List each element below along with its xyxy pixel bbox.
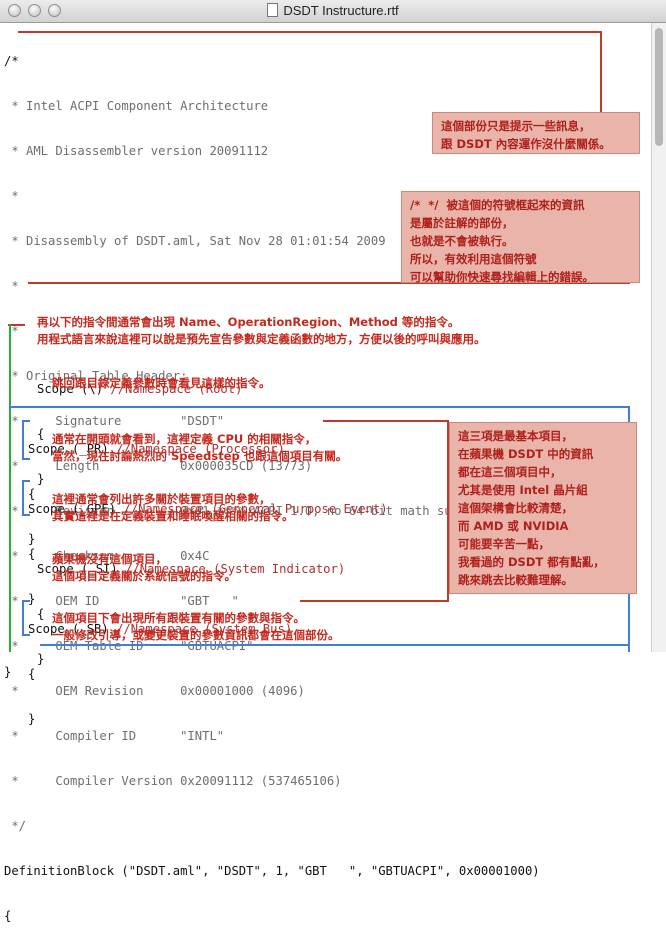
- scope-pointer-spine: [447, 420, 449, 602]
- definition-close: }: [4, 635, 19, 695]
- code-line: */: [4, 819, 27, 833]
- root-note: 跳回跟目錄定義參數時會看見這樣的指令。: [52, 376, 271, 390]
- document-icon: [267, 3, 279, 17]
- scope-pr-bracket: [22, 420, 30, 460]
- pr-pointer-line: [323, 420, 448, 422]
- scope-sb-code: Scope (_SB): [28, 622, 117, 636]
- scope-gpe-block: Scope (_GPE) //Namespace (Genneral Purpo…: [28, 472, 388, 622]
- scope-sb-comment: //Namespace (System Bus): [116, 622, 293, 636]
- comment-annotation-box: /* */ 被這個的符號框起來的資訊 是屬於註解的部份， 也就是不會被執行。 所…: [401, 191, 640, 284]
- scope-root-block: Scope (\) //Namespace (Root) { }: [37, 352, 242, 502]
- close-brace: }: [4, 665, 12, 679]
- scope-frame-bottom: [40, 644, 630, 646]
- scope-root-code: Scope (\): [37, 382, 111, 396]
- code-line: * Disassembly of DSDT.aml, Sat Nov 28 01…: [4, 234, 386, 248]
- code-line: * OEM Table ID "GBTUACPI": [4, 639, 254, 653]
- code-line: DefinitionBlock ("DSDT.aml", "DSDT", 1, …: [4, 864, 540, 878]
- open-brace: {: [37, 427, 45, 441]
- close-button[interactable]: [8, 4, 21, 17]
- code-line: *: [4, 279, 19, 293]
- window-titlebar: DSDT Instructure.rtf: [0, 0, 666, 23]
- close-brace: }: [28, 592, 36, 606]
- code-line: * Length 0x000035CD (13773): [4, 459, 313, 473]
- window-title: DSDT Instructure.rtf: [283, 3, 399, 18]
- comment-frame-right: [600, 31, 602, 118]
- open-brace: {: [37, 607, 45, 621]
- header-annotation-box: 這個部份只是提示一些訊息， 跟 DSDT 內容運作沒什麼關係。: [432, 112, 640, 154]
- close-brace: }: [28, 712, 36, 726]
- scope-pr-code: Scope (_PR): [28, 442, 117, 456]
- open-brace: {: [28, 487, 36, 501]
- pr-note: 通常在開頭就會看到，這裡定義 CPU 的相關指令， 當然，現在討論熱烈的 Spe…: [52, 432, 348, 463]
- definition-note: 再以下的指令間通常會出現 Name、OperationRegion、Method…: [37, 315, 486, 346]
- scope-si-block: Scope (_SI) //Namespace (System Indicato…: [37, 532, 345, 682]
- code-line: * Checksum 0x4C: [4, 549, 210, 563]
- code-line: *: [4, 189, 19, 203]
- code-line: * Compiler Version 0x20091112 (537465106…: [4, 774, 342, 788]
- scope-sb-bracket: [22, 600, 30, 636]
- scope-si-comment: //Namespace (System Indicator): [125, 562, 346, 576]
- scope-root-comment: //Namespace (Root): [110, 382, 243, 396]
- scope-sb-block: Scope (_SB) //Namespace (System Bus) { }: [28, 592, 292, 742]
- scope-gpe-bracket: [22, 480, 30, 516]
- code-line: /*: [4, 54, 19, 68]
- sb-note: 這個項目下會出現所有跟裝置有關的參數與指令。 一般修改引導，或變更裝置的參數資訊…: [52, 611, 340, 642]
- gpe-note: 這裡通常會列出許多關於裝置項目的參數， 其實這裡是在定義裝置和睡眠喚醒相關的指令…: [52, 492, 294, 523]
- code-line: * OEM ID "GBT ": [4, 594, 239, 608]
- comment-frame-bottom: [28, 282, 629, 284]
- sb-pointer-line: [300, 600, 448, 602]
- open-brace: {: [28, 547, 36, 561]
- vertical-scrollbar[interactable]: [651, 23, 666, 652]
- window-title-area: DSDT Instructure.rtf: [0, 3, 666, 18]
- open-brace: {: [28, 667, 36, 681]
- definition-marker: [8, 324, 25, 326]
- code-line: *: [4, 324, 19, 338]
- scope-annotation-box: 這三項是最基本項目， 在蘋果機 DSDT 中的資訊 都在這三個項目中， 尤其是使…: [449, 422, 637, 594]
- si-note: 蘋果機沒有這個項目， 這個項目定義關於系統信號的指令。: [52, 552, 236, 583]
- comment-frame-top: [18, 31, 601, 33]
- scope-pr-comment: //Namespace (Processor): [116, 442, 285, 456]
- zoom-button[interactable]: [48, 4, 61, 17]
- scrollbar-thumb[interactable]: [655, 28, 663, 146]
- code-line: * Signature "DSDT": [4, 414, 225, 428]
- scope-si-code: Scope (_SI): [37, 562, 126, 576]
- code-line: {: [4, 909, 12, 923]
- close-brace: }: [37, 472, 45, 486]
- scope-frame-top: [9, 406, 629, 408]
- scope-gpe-comment: //Namespace (Genneral Purpose Event): [123, 502, 388, 516]
- code-line: * Intel ACPI Component Architecture: [4, 99, 269, 113]
- close-brace: }: [28, 532, 36, 546]
- scope-gpe-code: Scope (_GPE): [28, 502, 124, 516]
- scope-pr-block: Scope (_PR) //Namespace (Processor) { }: [28, 412, 285, 562]
- code-line: * AML Disassembler version 20091112: [4, 144, 269, 158]
- minimize-button[interactable]: [28, 4, 41, 17]
- code-line: * Original Table Header:: [4, 369, 188, 383]
- root-scope-guide: [9, 324, 11, 652]
